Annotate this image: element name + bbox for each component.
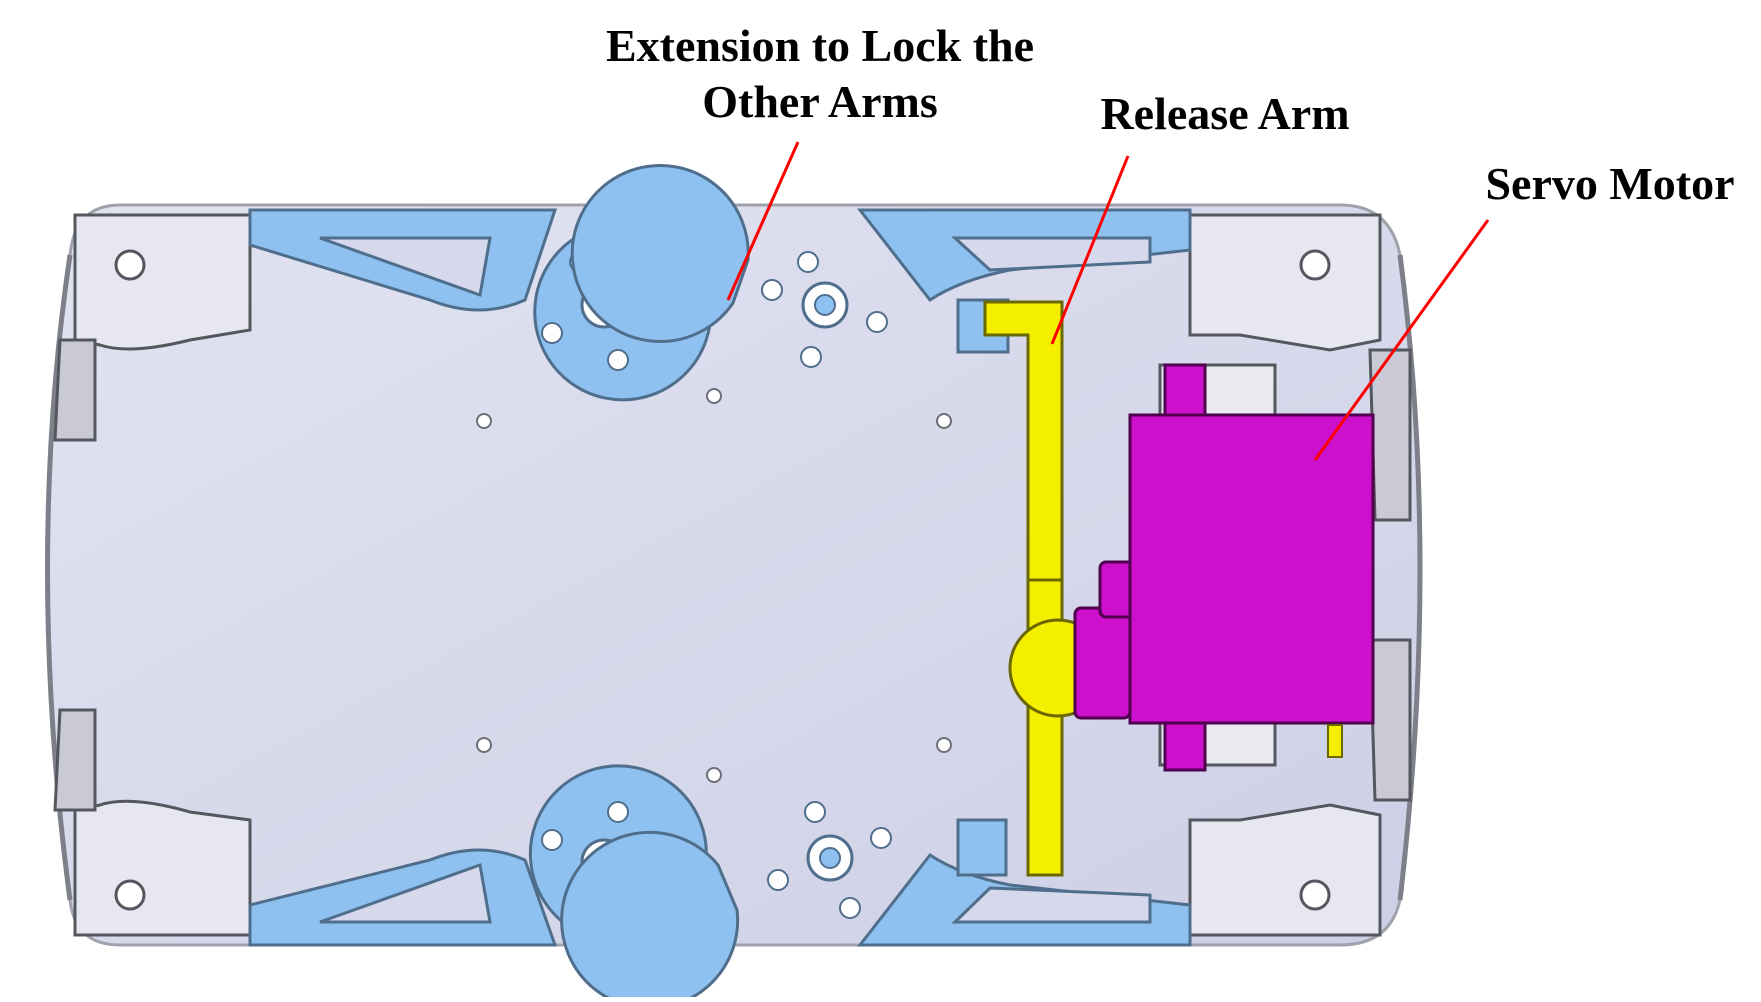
bottom-arms — [248, 848, 1192, 947]
plate-holes — [476, 388, 952, 783]
leader-lines — [726, 141, 1490, 461]
right-bottom-bracket — [1188, 638, 1412, 937]
servo-motor-label: Servo Motor — [1485, 158, 1735, 209]
left-top-bracket — [53, 213, 252, 442]
servo-motor-body — [1128, 363, 1375, 772]
release-arm-label: Release Arm — [1100, 88, 1350, 139]
bottom-lock-block — [956, 818, 1008, 877]
right-rim — [1397, 254, 1423, 901]
release-arm-leader-line — [1050, 155, 1130, 345]
extension-leader-line — [726, 141, 800, 301]
extension-label: Extension to Lock the Other Arms — [560, 18, 1080, 130]
extension-label-line-2: Other Arms — [702, 76, 938, 127]
mounting-holes — [114, 249, 1331, 911]
top-right-disc — [570, 164, 888, 368]
servo-motor-leader-line — [1313, 219, 1490, 461]
right-top-bracket — [1188, 213, 1412, 522]
top-arms — [248, 208, 1192, 312]
bottom-right-disc — [560, 801, 892, 1002]
extension-label-line-1: Extension to Lock the — [605, 20, 1035, 71]
